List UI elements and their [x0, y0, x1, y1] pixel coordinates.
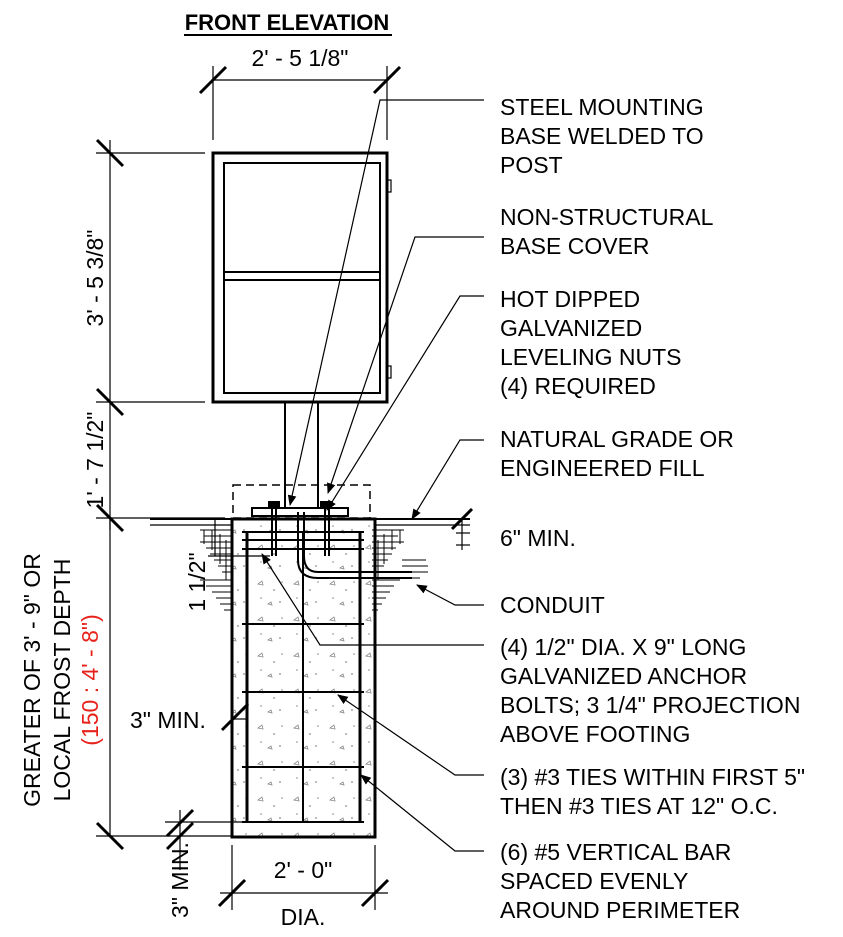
- callout-text: ENGINEERED FILL: [500, 455, 705, 481]
- conduit: [297, 512, 412, 579]
- cover-min-label: 3" MIN.: [130, 707, 206, 733]
- callout-text: AROUND PERIMETER: [500, 897, 740, 923]
- callout-text: HOT DIPPED: [500, 286, 640, 312]
- grade-min-label: 6" MIN.: [500, 525, 576, 551]
- drawing-title: FRONT ELEVATION: [185, 10, 390, 35]
- depth-line-1: GREATER OF 3' - 9" OR: [19, 553, 45, 807]
- callout-text: STEEL MOUNTING: [500, 94, 704, 120]
- callout-leveling-nuts: HOT DIPPED GALVANIZED LEVELING NUTS (4) …: [500, 286, 682, 399]
- post-height-label: 1' - 7 1/2": [82, 412, 108, 509]
- callout-text: (4) 1/2" DIA. X 9" LONG: [500, 634, 746, 660]
- callout-anchor-bolts: (4) 1/2" DIA. X 9" LONG GALVANIZED ANCHO…: [500, 634, 800, 747]
- callout-vertical-bars: (6) #5 VERTICAL BAR SPACED EVENLY AROUND…: [500, 839, 740, 923]
- callout-text: ABOVE FOOTING: [500, 721, 690, 747]
- callout-text: (3) #3 TIES WITHIN FIRST 5": [500, 764, 805, 790]
- anchor-bolts: [271, 508, 330, 556]
- vertical-dimensions: 3' - 5 3/8" 1' - 7 1/2": [82, 138, 225, 533]
- callout-steel-mounting-base: STEEL MOUNTING BASE WELDED TO POST: [500, 94, 704, 178]
- leader-lines: [261, 99, 484, 852]
- depth-line-2: LOCAL FROST DEPTH: [49, 559, 75, 802]
- footing-diameter-label: 2' - 0": [274, 857, 333, 883]
- callout-natural-grade: NATURAL GRADE OR ENGINEERED FILL: [500, 426, 734, 481]
- callout-text: NATURAL GRADE OR: [500, 426, 734, 452]
- footing-diameter-dimension: 2' - 0" DIA.: [217, 845, 390, 930]
- callout-text: BOLTS; 3 1/4" PROJECTION: [500, 692, 800, 718]
- footing-diameter-suffix: DIA.: [281, 904, 326, 930]
- post: [284, 402, 319, 513]
- cabinet-height-label: 3' - 5 3/8": [82, 230, 108, 327]
- equipment-cabinet: [211, 151, 392, 404]
- bottom-cover-dimension: 3" MIN.: [165, 808, 247, 918]
- callout-text: LEVELING NUTS: [500, 344, 682, 370]
- cabinet-width-dimension: 2' - 5 1/8": [198, 45, 402, 140]
- cover-min-dimension: 3" MIN.: [130, 702, 250, 733]
- anchor-embed-dimension: 1 1/2": [184, 519, 270, 612]
- grade-line: [150, 518, 470, 526]
- cabinet-width-label: 2' - 5 1/8": [252, 45, 349, 71]
- callout-text: CONDUIT: [500, 592, 605, 618]
- bottom-cover-label: 3" MIN.: [167, 842, 193, 918]
- callout-text: BASE WELDED TO: [500, 123, 704, 149]
- callout-base-cover: NON-STRUCTURAL BASE COVER: [500, 204, 714, 259]
- callout-text: THEN #3 TIES AT 12" O.C.: [500, 793, 778, 819]
- mounting-base-plate: [251, 501, 349, 517]
- callout-text: GALVANIZED: [500, 315, 642, 341]
- grade-min-dimension: 6" MIN.: [450, 507, 576, 551]
- callout-text: (6) #5 VERTICAL BAR: [500, 839, 731, 865]
- anchor-embed-label: 1 1/2": [184, 552, 210, 611]
- callout-text: BASE COVER: [500, 233, 650, 259]
- callout-text: NON-STRUCTURAL: [500, 204, 714, 230]
- depth-line-3: (150 : 4' - 8"): [77, 614, 103, 745]
- footing-depth-dimension: GREATER OF 3' - 9" OR LOCAL FROST DEPTH …: [19, 519, 232, 851]
- callout-text: SPACED EVENLY: [500, 868, 688, 894]
- callout-text: POST: [500, 152, 563, 178]
- callout-ties: (3) #3 TIES WITHIN FIRST 5" THEN #3 TIES…: [500, 764, 805, 819]
- soil-hatching: [200, 529, 428, 611]
- callout-text: (4) REQUIRED: [500, 373, 656, 399]
- callout-text: GALVANIZED ANCHOR: [500, 663, 747, 689]
- callout-conduit: CONDUIT: [500, 592, 605, 618]
